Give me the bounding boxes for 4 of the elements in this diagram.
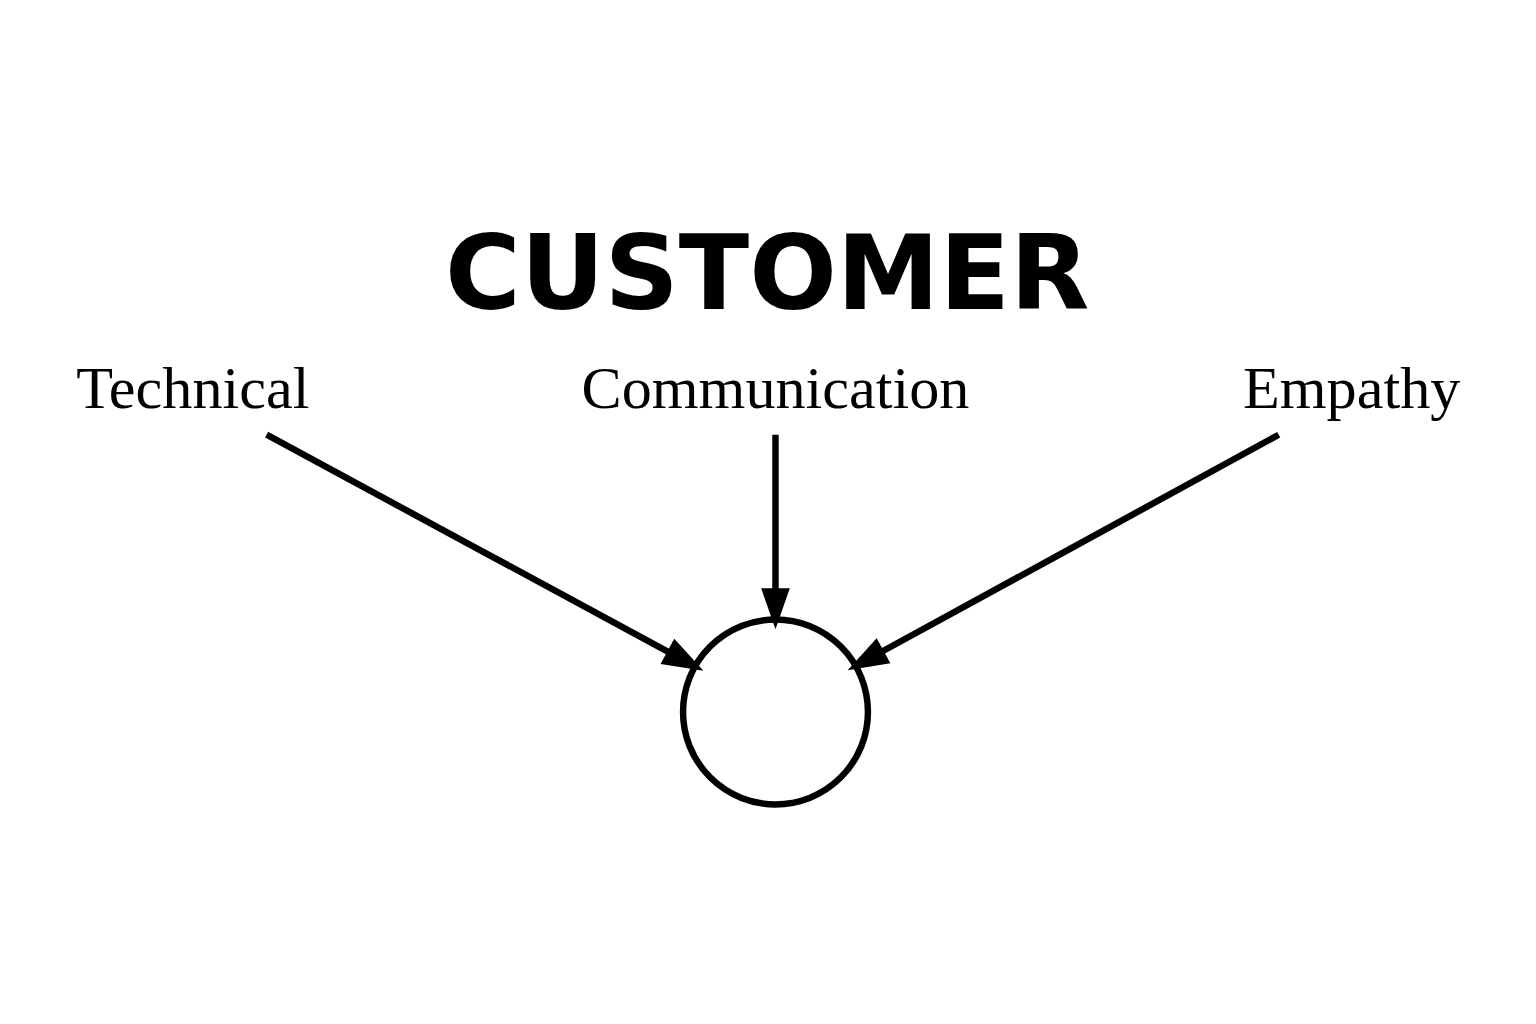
node-text: Communication — [581, 353, 969, 421]
diagram-title: CUSTOMER — [444, 212, 1089, 333]
node-text: Technical — [75, 353, 309, 421]
node-text: Empathy — [1242, 353, 1460, 421]
